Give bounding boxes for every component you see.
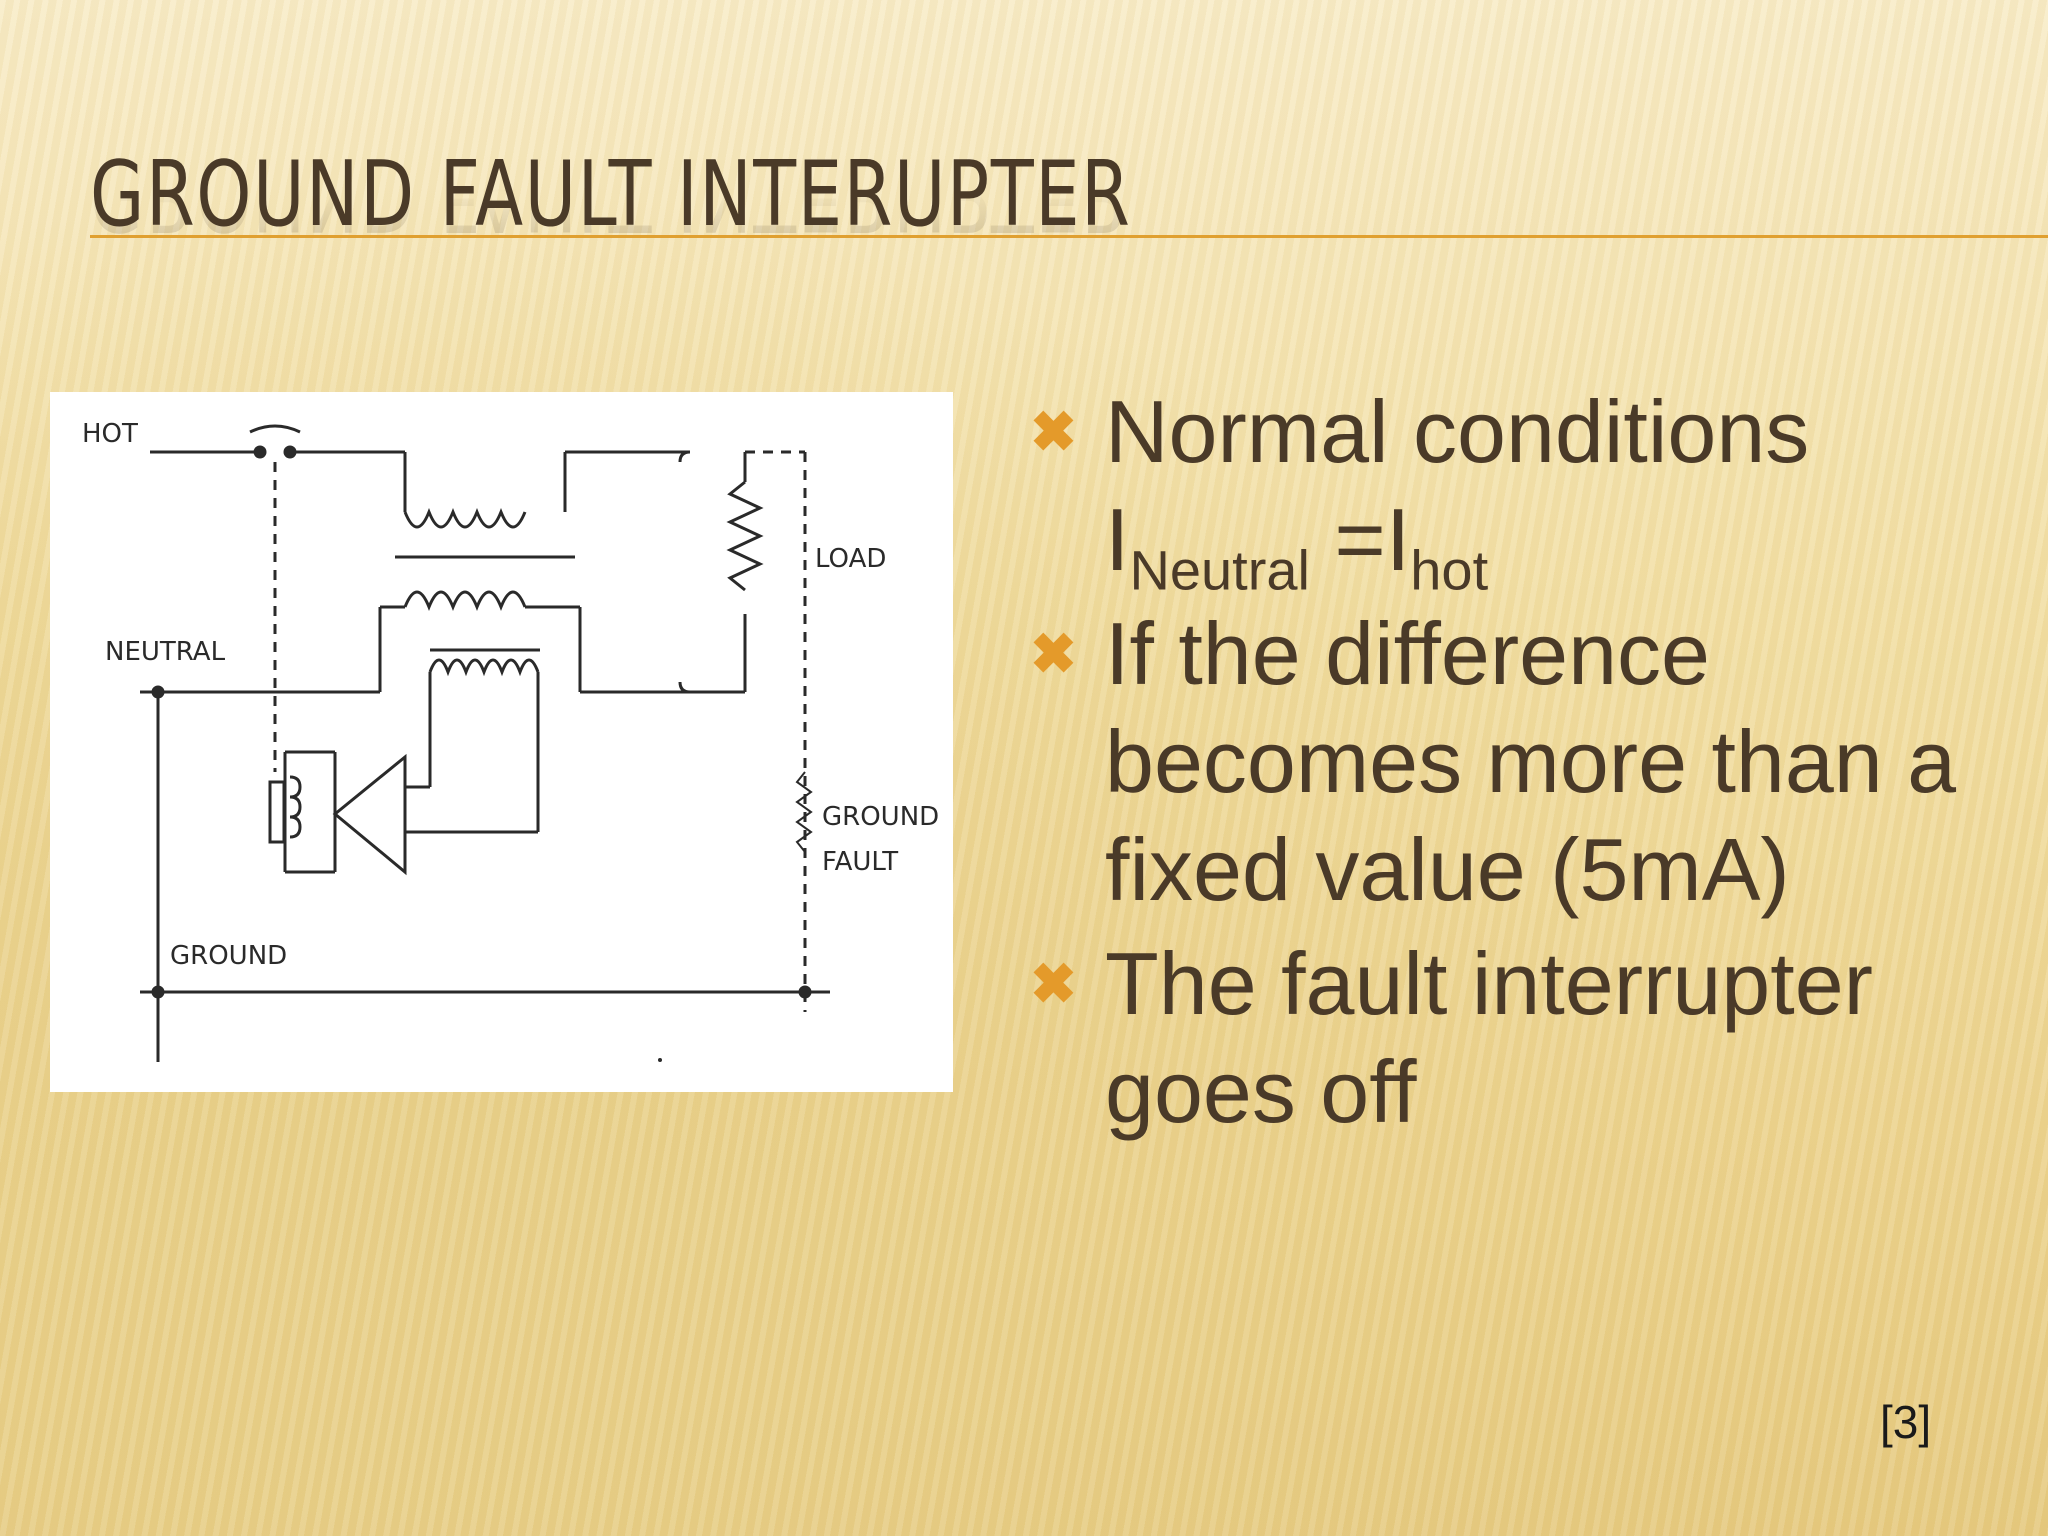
formula: INeutral =Ihot (1105, 486, 2030, 598)
switch-arm (249, 424, 301, 434)
sense-coil (428, 658, 540, 677)
amplifier (332, 753, 407, 876)
bullet-item: ✖ Normal conditions INeutral =Ihot (1030, 378, 2030, 598)
bullet-text: fixed value (5mA) (1105, 820, 1790, 919)
formula-eq: =I (1309, 490, 1411, 589)
label-ground-fault-2: FAULT (822, 847, 898, 877)
slide-title: GROUND FAULT INTERUPTER (90, 142, 1132, 247)
trip-coil (289, 775, 302, 839)
title-underline (90, 235, 2048, 238)
bullet-text: becomes more than a (1105, 712, 1957, 811)
ground-fault-path (795, 771, 813, 853)
gfi-circuit-diagram: HOT NEUTRAL LOAD GROUND FAULT GROUND (50, 392, 953, 1092)
bullet-text: goes off (1105, 1042, 1417, 1141)
label-hot: HOT (82, 419, 138, 449)
bullet-item: ✖ If the difference becomes more than a … (1030, 600, 2030, 924)
primary-coil-neutral (403, 590, 527, 612)
x-bullet-icon: ✖ (1030, 622, 1077, 685)
bullet-text: If the difference (1105, 604, 1710, 703)
label-ground: GROUND (170, 941, 287, 971)
label-ground-fault-1: GROUND (822, 802, 939, 832)
bullet-text: Normal conditions (1105, 382, 1810, 481)
load-resistor (726, 480, 764, 592)
bullet-list: ✖ Normal conditions INeutral =Ihot ✖ If … (1030, 378, 2030, 1152)
citation: [3] (1880, 1396, 1932, 1448)
label-load: LOAD (815, 544, 886, 574)
switch-contact (253, 445, 267, 459)
formula-sub-neutral: Neutral (1129, 538, 1310, 602)
x-bullet-icon: ✖ (1030, 952, 1077, 1015)
primary-coil-hot (403, 507, 527, 529)
x-bullet-icon: ✖ (1030, 400, 1077, 463)
formula-sub-hot: hot (1410, 538, 1489, 602)
label-neutral: NEUTRAL (105, 637, 226, 667)
trip-solenoid (268, 780, 286, 844)
bullet-text: The fault interrupter (1105, 934, 1873, 1033)
bullet-item: ✖ The fault interrupter goes off (1030, 930, 2030, 1146)
formula-i: I (1105, 490, 1130, 589)
